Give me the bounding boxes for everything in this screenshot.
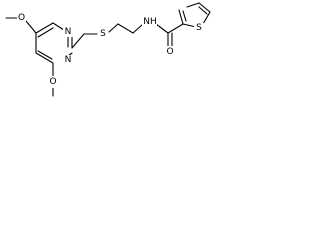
bond-ch2b-nh	[132, 23, 144, 34]
bond-ring-ch2	[71, 33, 85, 49]
bond-thio-4	[202, 11, 211, 25]
atom-o-bottom: O	[49, 77, 56, 87]
atom-n-ring-upper: N	[65, 27, 72, 37]
bond-thio-3-double	[198, 6, 208, 15]
bond-ring-1-double	[37, 27, 54, 38]
bond-thio-1-double	[182, 10, 187, 22]
bond-ring-5	[35, 52, 54, 64]
bond-carbonyl-thiophene	[167, 23, 184, 34]
atom-s-thiophene: S	[196, 23, 202, 33]
bond-thio-5	[182, 23, 197, 28]
bond-o-top-ring	[25, 20, 37, 34]
atom-s-thioether: S	[100, 29, 106, 39]
atom-nh-amide: NH	[143, 17, 157, 27]
bond-thio-1	[178, 9, 184, 25]
bond-thio-2	[186, 2, 200, 8]
bond-ring-2	[52, 22, 65, 31]
bond-thio-3	[198, 2, 211, 13]
bond-s-ch2a	[108, 23, 119, 33]
atom-o-carbonyl: O	[166, 47, 173, 57]
atom-o-top: O	[18, 13, 25, 23]
bond-nh-carbonyl	[155, 23, 169, 34]
chemical-structure: O N N O S NH O S	[5, 2, 211, 97]
bond-ring-5-double	[37, 50, 53, 60]
bond-ring-1	[35, 22, 54, 34]
atom-labels: O N N O S NH O S	[17, 12, 204, 88]
bonds	[5, 2, 211, 97]
atom-n-ring-lower: N	[65, 55, 72, 65]
bond-ch2a-ch2b	[117, 23, 134, 34]
